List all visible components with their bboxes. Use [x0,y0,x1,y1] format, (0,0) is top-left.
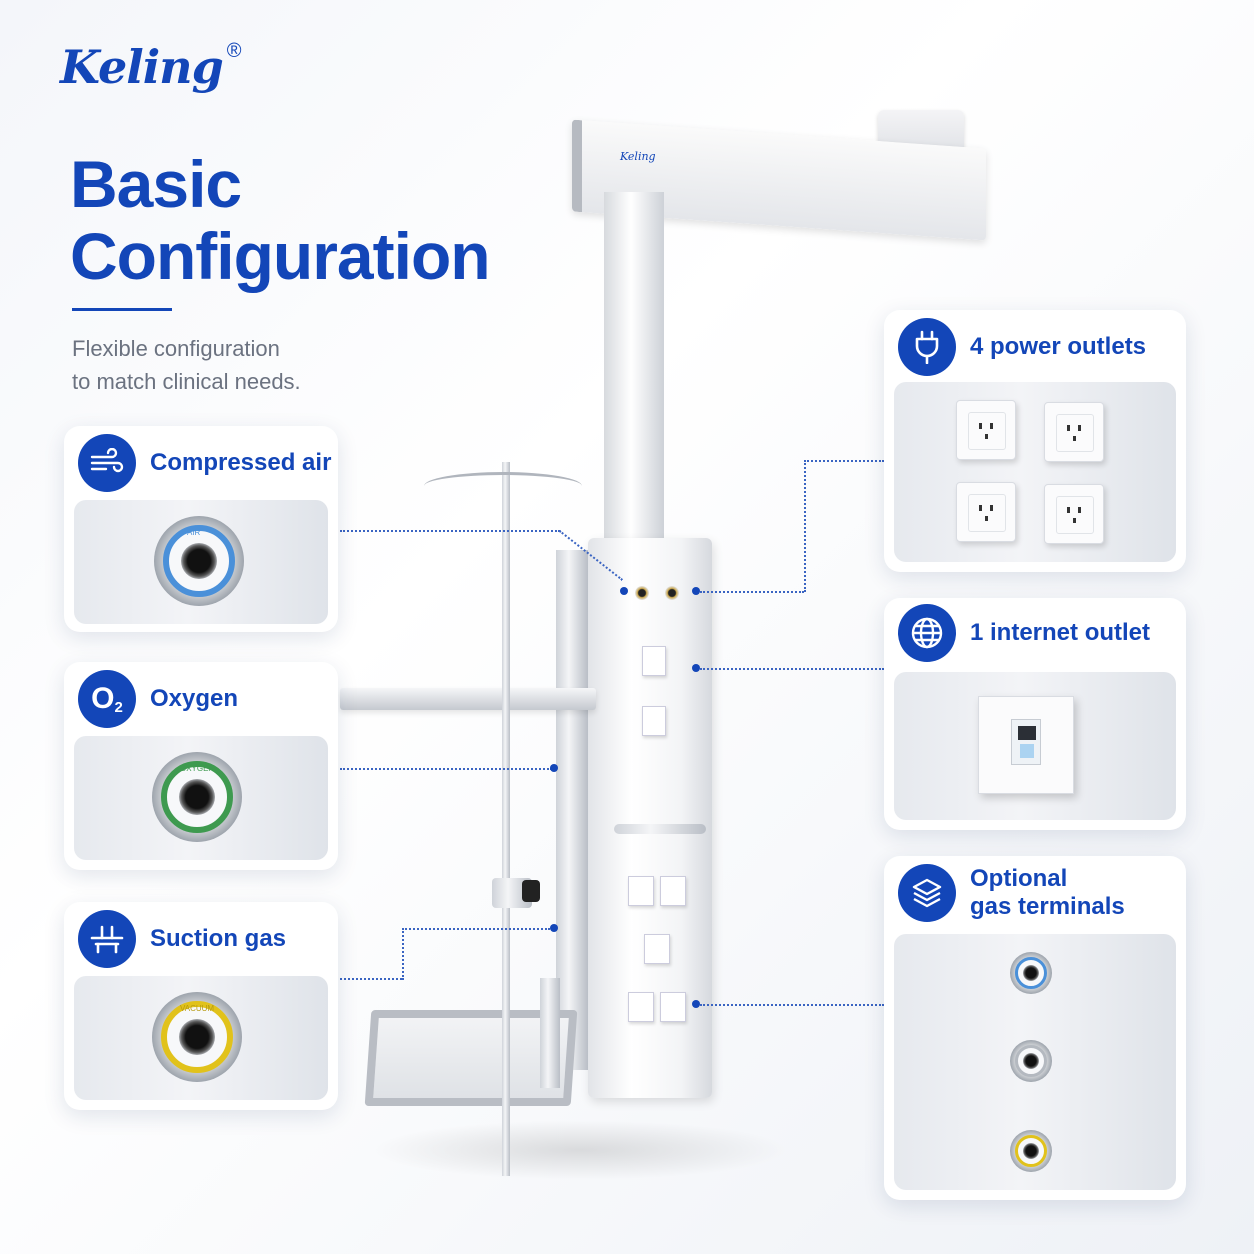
wind-icon [78,434,136,492]
connector-dot [692,587,700,595]
registered-mark: ® [226,40,242,62]
card-header: Compressed air [78,434,331,492]
card-label: 4 power outlets [970,333,1147,360]
body-outlet [628,876,654,906]
suction-terminal [152,992,242,1082]
layers-icon [898,864,956,922]
card-label-line-2: gas terminals [970,893,1125,920]
connector-internet [700,668,884,670]
feature-card-power-outlets: 4 power outlets [884,310,1186,572]
power-socket [1044,402,1104,462]
body-outlet [660,992,686,1022]
body-outlet [660,876,686,906]
optional-terminals-photo [894,934,1176,1190]
connector-power-c [804,460,884,462]
card-label: Oxygen [150,685,239,712]
body-gas-port [665,586,679,600]
arm-brand-label: Keling [620,150,656,163]
globe-icon [898,604,956,662]
optional-terminal-gray [1010,1040,1052,1082]
body-side-rail [556,550,588,1070]
iv-pole [502,462,510,1176]
air-terminal [154,516,244,606]
card-label: Optional gas terminals [970,865,1125,921]
card-header: 4 power outlets [898,318,1146,376]
oxygen-terminal [152,752,242,842]
power-socket [956,400,1016,460]
connector-dot [692,1000,700,1008]
vacuum-icon [78,910,136,968]
body-handle [614,824,706,834]
power-outlets-photo [894,382,1176,562]
shelf-bracket [540,978,560,1088]
connector-power-b [804,460,806,592]
connector-power-a [700,591,804,593]
feature-card-compressed-air: Compressed air AIR [64,426,338,632]
title-underline [72,308,172,311]
subtitle-line-1: Flexible configuration [72,336,280,361]
o2-icon-o: O [91,682,115,715]
air-terminal-text: AIR [187,528,201,537]
iv-knob [522,880,540,902]
card-label: 1 internet outlet [970,619,1151,646]
connector-dot [620,587,628,595]
network-jack-plate [978,696,1074,794]
brand-name: Keling [60,40,224,94]
air-terminal-photo: AIR [74,500,328,624]
title-line-1: Basic [70,147,242,221]
network-jack [1011,719,1041,765]
pendant-illustration: Keling [330,100,1010,1200]
internet-outlet-photo [894,672,1176,820]
body-outlet [628,992,654,1022]
o2-icon-sub: 2 [114,698,123,716]
feature-card-internet-outlet: 1 internet outlet [884,598,1186,830]
body-outlet [642,706,666,736]
card-header: Suction gas [78,910,286,968]
body-gas-port [635,586,649,600]
iv-pole-hooks [424,472,582,500]
body-outlet [642,646,666,676]
card-label: Suction gas [150,925,287,952]
connector-dot [692,664,700,672]
brand-logo: Keling® [60,40,242,110]
feature-card-suction-gas: Suction gas VACUUM [64,902,338,1110]
card-label-line-1: Optional [970,865,1068,892]
connector-suction-b [402,928,404,980]
card-header: Optional gas terminals [898,864,1125,922]
plug-icon [898,318,956,376]
connector-suction-c [402,928,550,930]
suction-terminal-text: VACUUM [180,1004,215,1013]
page-title: Basic Configuration [70,148,550,292]
power-socket [1044,484,1104,544]
subtitle-line-2: to match clinical needs. [72,369,301,394]
connector-optional [700,1004,884,1006]
connector-dot [550,764,558,772]
connector-dot [550,924,558,932]
feature-card-optional-gas-terminals: Optional gas terminals [884,856,1186,1200]
page-subtitle: Flexible configuration to match clinical… [72,332,372,398]
suction-terminal-photo: VACUUM [74,976,328,1100]
title-line-2: Configuration [70,219,491,293]
oxygen-terminal-photo: OXYGEN [74,736,328,860]
oxygen-terminal-text: OXYGEN [180,764,215,773]
upper-shelf [340,688,596,710]
connector-oxygen [340,768,552,770]
card-label: Compressed air [150,449,332,476]
optional-terminal-air [1010,952,1052,994]
floor-shadow [370,1120,790,1180]
optional-terminal-yellow [1010,1130,1052,1172]
connector-suction-a [340,978,402,980]
body-outlet [644,934,670,964]
card-header: 1 internet outlet [898,604,1150,662]
power-socket [956,482,1016,542]
connector-air [340,530,560,532]
